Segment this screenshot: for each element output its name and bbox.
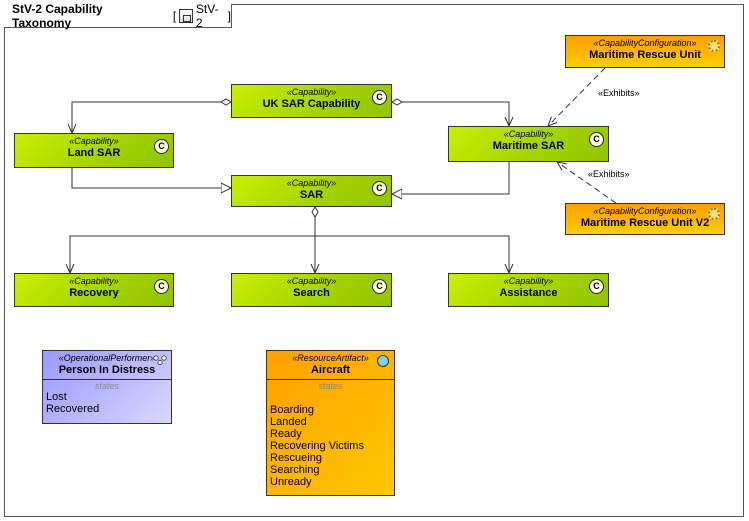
state-item: Recovered <box>46 403 100 415</box>
diagram-title: StV-2 Capability Taxonomy <box>12 1 103 30</box>
state-item: Ready <box>270 428 302 440</box>
diagram-reference[interactable]: [ StV-2 ] <box>172 1 231 30</box>
state-item: Rescueing <box>270 452 322 464</box>
link-uksar-maritime <box>392 102 509 126</box>
capability-icon: C <box>372 181 387 196</box>
link-sar-recovery <box>70 235 315 273</box>
artifact-aircraft[interactable]: «ResourceArtifact» Aircraft states Board… <box>266 350 395 496</box>
exhibits-label-1: «Exhibits» <box>598 88 640 98</box>
state-item: Lost <box>46 391 67 403</box>
state-item: Unready <box>270 476 312 488</box>
capability-icon: C <box>154 279 169 294</box>
capability-icon: C <box>589 132 604 147</box>
capability-icon: C <box>589 279 604 294</box>
artifact-icon <box>377 355 389 367</box>
capability-sar[interactable]: «Capability» SAR C <box>231 175 392 207</box>
link-exhibits-mru-v2 <box>557 162 617 204</box>
diagram-icon <box>179 8 193 23</box>
artifact-states: Boarding Landed Ready Recovering Victims… <box>267 404 394 488</box>
capability-icon: C <box>154 139 169 154</box>
configuration-icon <box>708 208 720 220</box>
performer-person-in-distress[interactable]: «OperationalPerformer» Person In Distres… <box>42 350 172 424</box>
capability-land-sar[interactable]: «Capability» Land SAR C <box>14 133 174 168</box>
configuration-maritime-rescue-unit-v2[interactable]: «CapabilityConfiguration» Maritime Rescu… <box>565 203 725 235</box>
link-uksar-landsar <box>72 102 231 133</box>
link-landsar-sar <box>71 168 231 188</box>
performer-icon <box>153 355 167 365</box>
capability-uk-sar[interactable]: «Capability» UK SAR Capability C <box>231 84 392 118</box>
link-sar-assistance <box>315 235 509 273</box>
compartment-separator <box>43 379 171 380</box>
link-exhibits-mru <box>548 67 606 126</box>
state-item: Recovering Victims <box>270 440 364 452</box>
capability-assistance[interactable]: «Capability» Assistance C <box>448 273 609 307</box>
diagram-title-tab: StV-2 Capability Taxonomy [ StV-2 ] <box>4 1 232 30</box>
configuration-maritime-rescue-unit[interactable]: «CapabilityConfiguration» Maritime Rescu… <box>565 35 725 68</box>
capability-maritime-sar[interactable]: «Capability» Maritime SAR C <box>448 126 609 162</box>
exhibits-label-2: «Exhibits» <box>588 169 630 179</box>
state-item: Boarding <box>270 404 315 416</box>
state-item: Searching <box>270 464 320 476</box>
link-maritime-sar <box>392 162 510 194</box>
capability-search[interactable]: «Capability» Search C <box>231 273 392 307</box>
performer-states: Lost Recovered <box>43 391 171 415</box>
capability-recovery[interactable]: «Capability» Recovery C <box>14 273 174 307</box>
compartment-separator <box>267 379 394 380</box>
configuration-icon <box>708 40 720 52</box>
capability-icon: C <box>372 279 387 294</box>
state-item: Landed <box>270 416 307 428</box>
capability-icon: C <box>372 90 387 105</box>
